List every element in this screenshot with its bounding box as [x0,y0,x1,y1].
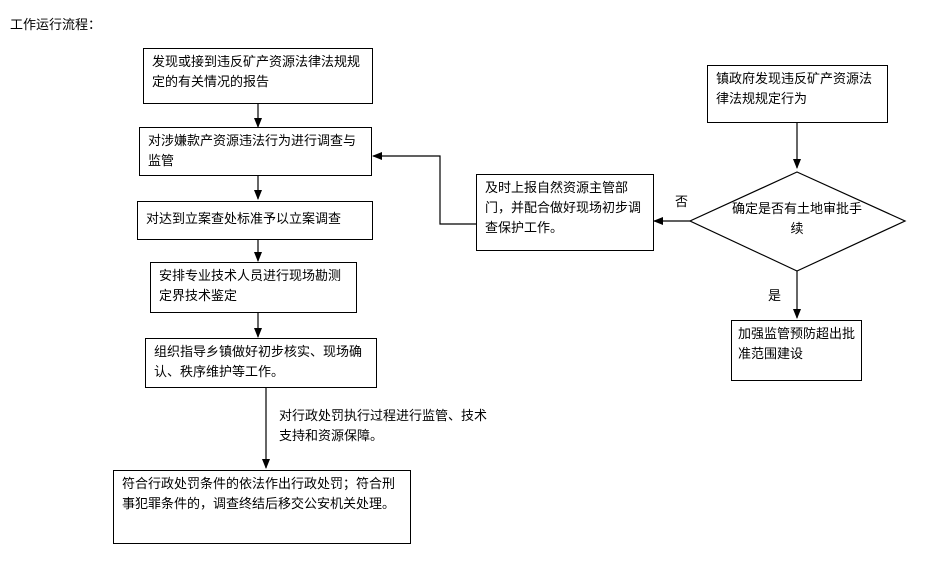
step-investigate-supervise: 对涉嫌款产资源违法行为进行调查与监管 [139,127,372,176]
arrow-no-action-to-step2 [372,152,476,225]
page-title: 工作运行流程： [10,18,102,33]
step-report-received: 发现或接到违反矿产资源法律法规规定的有关情况的报告 [143,48,373,104]
step-administrative-penalty: 符合行政处罚条件的依法作出行政处罚；符合刑事犯罪条件的，调查终结后移交公安机关处… [113,470,411,544]
step-report-to-authority: 及时上报自然资源主管部门，并配合做好现场初步调查保护工作。 [476,174,654,251]
label-yes: 是 [768,289,782,304]
note-supervision-support: 对行政处罚执行过程进行监管、技术支持和资源保障。 [279,409,488,444]
step-strengthen-supervision: 加强监管预防超出批准范围建设 [731,320,862,381]
step-file-case: 对达到立案查处标准予以立案调查 [137,201,373,240]
step-technical-survey: 安排专业技术人员进行现场勘测定界技术鉴定 [150,262,357,313]
decision-diamond [688,171,907,272]
step-township-discovers-violation: 镇政府发现违反矿产资源法律法规规定行为 [707,65,888,123]
decision-land-approval-check: 确定是否有土地审批手续 [731,202,862,237]
label-no: 否 [675,195,689,210]
step-township-verification: 组织指导乡镇做好初步核实、现场确认、秩序维护等工作。 [145,338,377,388]
